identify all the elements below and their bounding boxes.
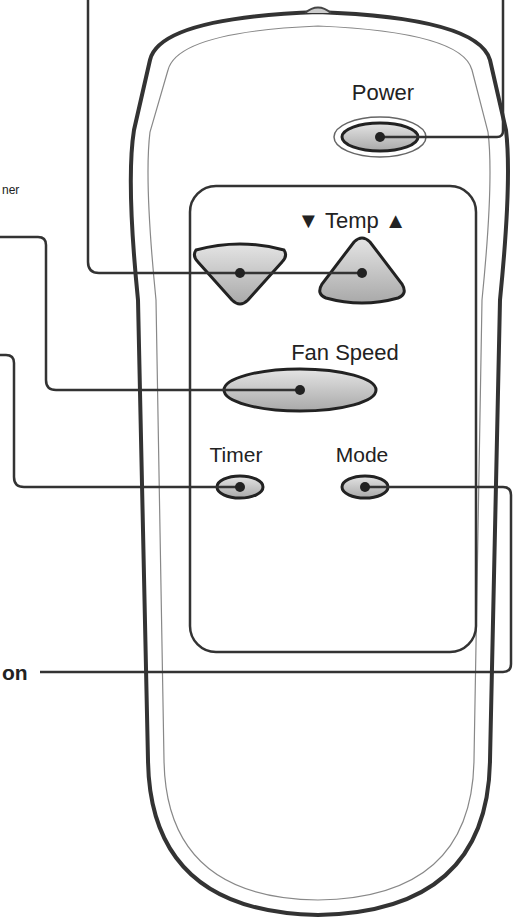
remote-inner-edge	[148, 26, 490, 900]
callout-text: on	[2, 662, 32, 683]
ir-window	[305, 8, 331, 14]
button-label: Power	[352, 82, 414, 104]
callout-text: ner	[2, 184, 19, 196]
button-label: ▼ Temp ▲	[297, 210, 406, 232]
remote-housing	[131, 12, 508, 915]
button-label: Mode	[336, 444, 389, 465]
button-label: Timer	[210, 444, 263, 465]
temp-up-button	[320, 238, 405, 303]
button-panel	[190, 186, 476, 652]
button-label: Fan Speed	[291, 342, 399, 364]
leader-dots	[235, 132, 385, 492]
leader-lines	[0, 0, 511, 672]
